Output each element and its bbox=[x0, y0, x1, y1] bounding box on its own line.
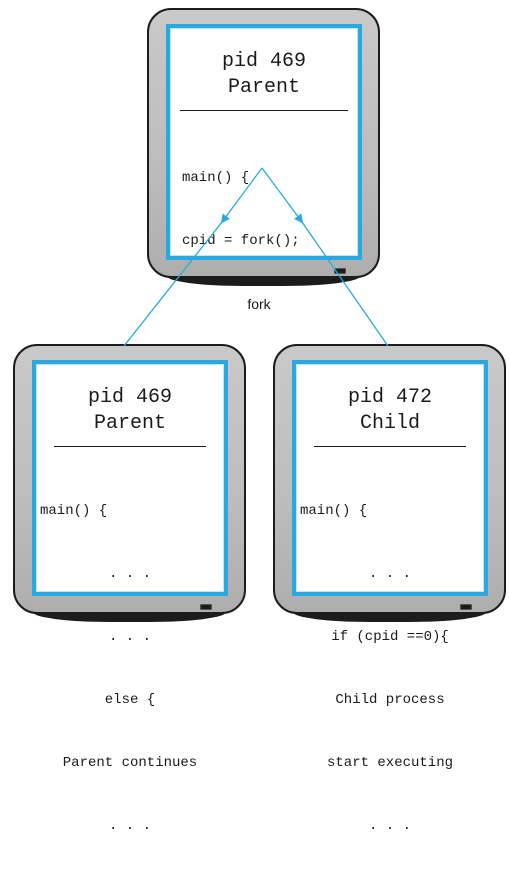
code-line: else { bbox=[104, 692, 156, 708]
child-screen: pid 472 Child main() { . . . if (cpid ==… bbox=[292, 360, 488, 834]
process-role-label: Parent bbox=[227, 76, 300, 99]
divider bbox=[314, 446, 466, 447]
code-line: main() { bbox=[300, 503, 368, 519]
process-role-label: Parent bbox=[93, 412, 166, 435]
code-block: main() { cpid = fork(); bbox=[170, 126, 358, 294]
code-line: start executing bbox=[326, 755, 454, 771]
code-line: main() { bbox=[182, 170, 250, 186]
divider bbox=[180, 110, 348, 111]
parent-monitor-after-fork: pid 469 Parent main() { . . . . . . else… bbox=[13, 344, 246, 834]
process-role-label: Child bbox=[359, 412, 420, 435]
code-block: main() { . . . if (cpid ==0){ Child proc… bbox=[296, 459, 484, 879]
fork-label: fork bbox=[247, 296, 271, 312]
code-block: main() { . . . . . . else { Parent conti… bbox=[36, 459, 224, 879]
code-line: . . . bbox=[108, 566, 151, 582]
code-line: . . . bbox=[108, 629, 151, 645]
divider bbox=[54, 446, 206, 447]
child-monitor: pid 472 Child main() { . . . if (cpid ==… bbox=[273, 344, 506, 834]
pid-label: pid 469 bbox=[221, 50, 306, 73]
parent-monitor-before-fork: pid 469 Parent main() { cpid = fork(); bbox=[147, 8, 380, 286]
code-line: Child process bbox=[335, 692, 445, 708]
power-led-icon bbox=[460, 604, 472, 610]
code-line: . . . bbox=[108, 818, 151, 834]
code-line: . . . bbox=[368, 566, 411, 582]
pid-label: pid 472 bbox=[347, 386, 432, 409]
code-line: . . . bbox=[368, 818, 411, 834]
parent-screen-before-fork: pid 469 Parent main() { cpid = fork(); bbox=[166, 24, 362, 260]
code-line: Parent continues bbox=[62, 755, 198, 771]
parent-screen-after-fork: pid 469 Parent main() { . . . . . . else… bbox=[32, 360, 228, 834]
code-line: cpid = fork(); bbox=[182, 233, 300, 249]
code-line: main() { bbox=[40, 503, 108, 519]
pid-label: pid 469 bbox=[87, 386, 172, 409]
power-led-icon bbox=[334, 268, 346, 274]
power-led-icon bbox=[200, 604, 212, 610]
code-line: if (cpid ==0){ bbox=[331, 629, 449, 645]
